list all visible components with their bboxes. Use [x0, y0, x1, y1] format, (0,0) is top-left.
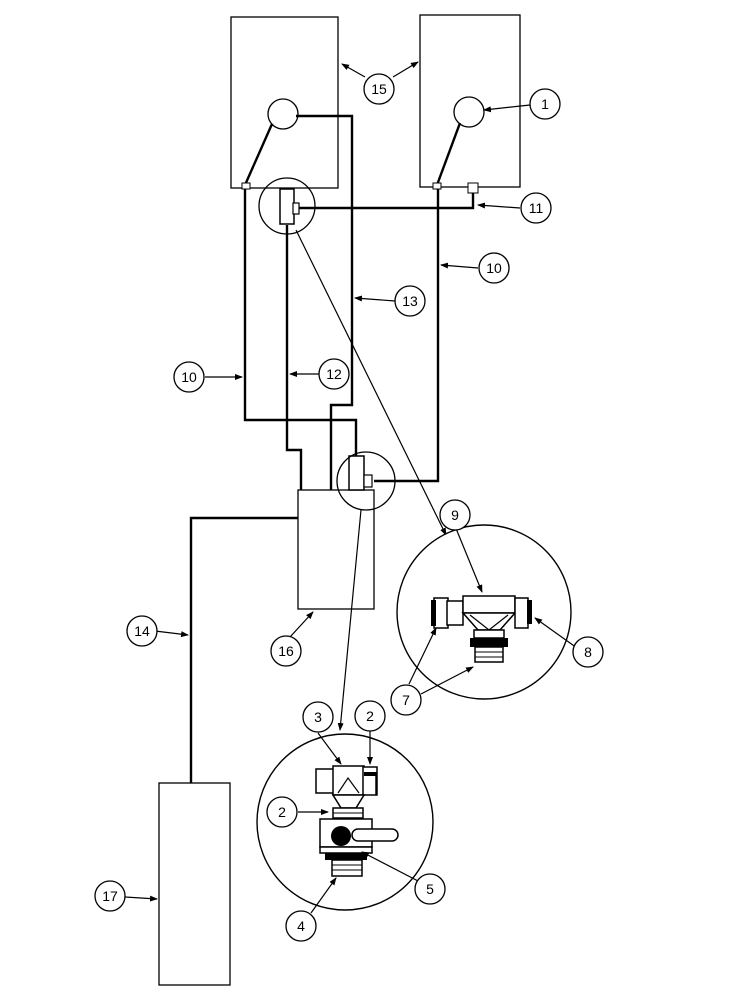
left-gauge-line-down [243, 123, 274, 186]
line-11 [297, 193, 475, 210]
right-tank-fitting-b [467, 182, 479, 194]
tank-17 [158, 782, 231, 986]
valve-block [297, 489, 375, 610]
left-tank-gauge [267, 98, 299, 130]
lower-detail-circle [336, 451, 396, 511]
callout-14: 14 [126, 615, 158, 647]
callout-13: 13 [394, 285, 426, 317]
callout-9: 9 [439, 499, 471, 531]
callout-10-left: 10 [173, 361, 205, 393]
callout-1: 1 [529, 88, 561, 120]
right-tank-fitting-a [432, 182, 442, 190]
callout-11: 11 [520, 192, 552, 224]
svg-text:1: 1 [541, 96, 549, 112]
line-14 [189, 516, 299, 783]
svg-text:11: 11 [529, 200, 544, 216]
left-tank-fitting [241, 182, 251, 190]
svg-text:10: 10 [181, 369, 197, 385]
svg-text:17: 17 [102, 888, 118, 904]
svg-text:2: 2 [278, 804, 286, 820]
svg-text:13: 13 [402, 293, 418, 309]
lower-tee-port [363, 474, 373, 488]
callout-4: 4 [285, 910, 317, 942]
callout-2-left: 2 [266, 796, 298, 828]
svg-text:4: 4 [297, 918, 305, 934]
callout-16: 16 [270, 635, 302, 667]
svg-text:9: 9 [451, 507, 459, 523]
svg-text:15: 15 [371, 81, 387, 97]
detail-leader-upper [295, 229, 447, 536]
callout-8: 8 [572, 636, 604, 668]
valve-fitting-drawing [315, 765, 399, 877]
svg-text:3: 3 [314, 709, 322, 725]
svg-text:10: 10 [486, 260, 502, 276]
line-10-right [374, 189, 440, 483]
callout-12: 12 [318, 358, 350, 390]
callout-5: 5 [414, 873, 446, 905]
callout-15: 15 [363, 73, 395, 105]
callout-10-right: 10 [478, 252, 510, 284]
right-tank-gauge [453, 96, 485, 128]
lower-tee-body [348, 455, 365, 491]
svg-text:14: 14 [134, 623, 150, 639]
svg-text:12: 12 [326, 366, 342, 382]
callout-3: 3 [302, 701, 334, 733]
callout-2-top: 2 [354, 700, 386, 732]
tee-fitting-drawing [431, 595, 532, 663]
upper-detail-circle [258, 177, 316, 235]
line-12 [285, 225, 303, 491]
detail-leader-lower [337, 509, 362, 731]
callout-17: 17 [94, 880, 126, 912]
leader-lines [124, 61, 578, 914]
line-10-left [243, 189, 358, 460]
right-gauge-line [435, 122, 462, 186]
svg-text:7: 7 [402, 692, 410, 708]
line-13 [329, 197, 354, 491]
upper-tee-body [279, 188, 295, 225]
svg-text:2: 2 [366, 708, 374, 724]
svg-text:8: 8 [584, 644, 592, 660]
svg-text:5: 5 [426, 881, 434, 897]
left-gauge-line-right [296, 114, 354, 197]
svg-text:16: 16 [278, 643, 294, 659]
callout-7: 7 [390, 684, 422, 716]
upper-tee-port [292, 202, 300, 215]
